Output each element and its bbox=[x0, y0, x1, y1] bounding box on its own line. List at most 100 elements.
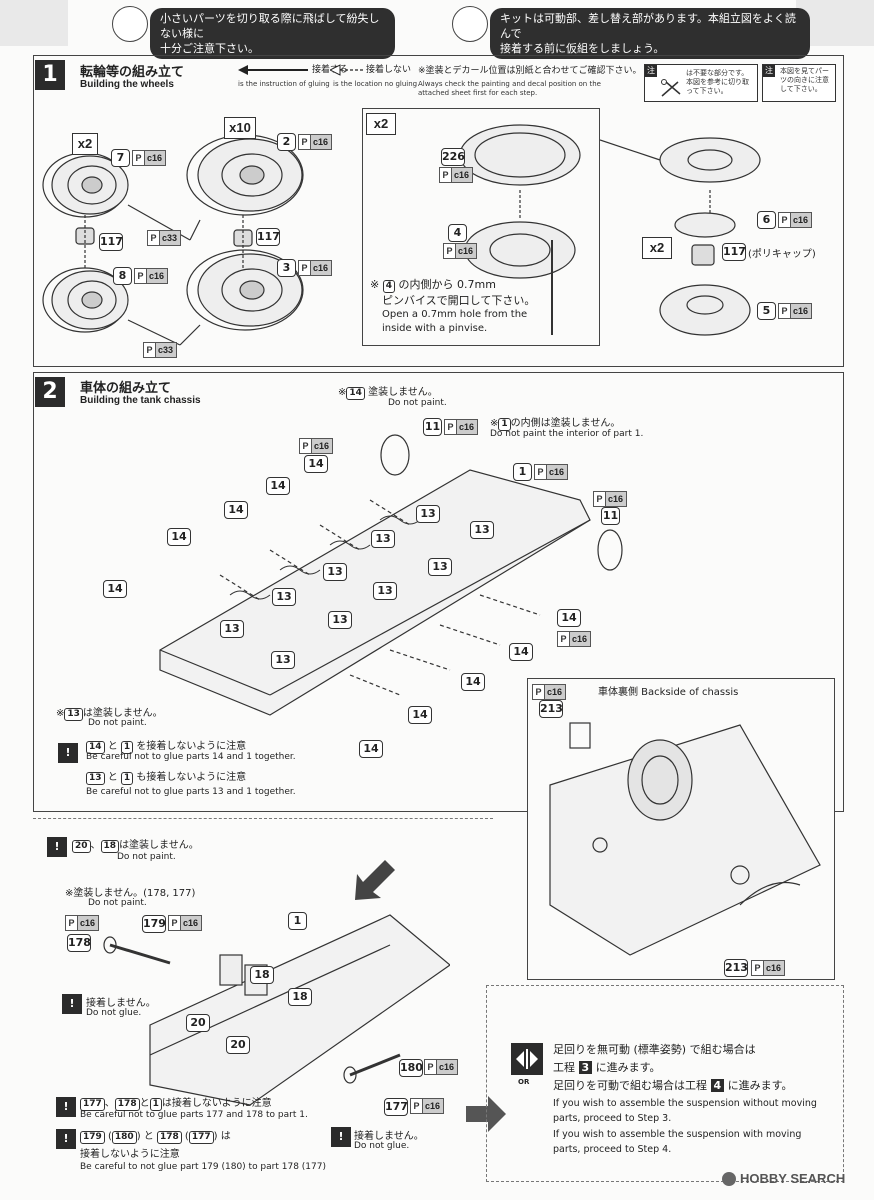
p13-note-en: Do not paint. bbox=[88, 718, 147, 728]
legend-noglue: 接着しない bbox=[366, 65, 412, 75]
hole-note-line1: ※ 4 の内側から 0.7mm bbox=[370, 276, 496, 293]
warn2-part-b: 1 bbox=[120, 772, 134, 785]
part-2: 2 bbox=[277, 133, 296, 151]
hint-face-icon bbox=[112, 6, 148, 42]
p14-note: ※14 塗装しません。 bbox=[338, 387, 438, 400]
part-3: 3 bbox=[277, 259, 296, 277]
legend-noglue-en: is the location no gluing bbox=[333, 80, 418, 88]
part-14h: 14 bbox=[461, 673, 485, 691]
part-14j: 14 bbox=[359, 740, 383, 758]
part-7: 7 bbox=[111, 149, 130, 167]
runner-code-8-text: c16 bbox=[149, 271, 165, 281]
warning-icon-4 bbox=[56, 1097, 76, 1117]
step2-number: 2 bbox=[35, 377, 65, 407]
header-right-bubble: キットは可動部、差し替え部があります。本組立図をよく読んで 接着する前に仮組をし… bbox=[490, 8, 810, 59]
polycap-label: (ポリキャップ) bbox=[748, 249, 816, 260]
warning-icon-6 bbox=[331, 1127, 351, 1147]
runner-code-11a-text: c16 bbox=[459, 422, 475, 432]
watermark: HOBBY SEARCH bbox=[740, 1171, 846, 1186]
p14-note-jp: 塗装しません。 bbox=[368, 387, 438, 398]
part-20b: 20 bbox=[226, 1036, 250, 1054]
runner-code-14a-text: c16 bbox=[314, 441, 330, 451]
noglue-en: Do not glue. bbox=[86, 1008, 142, 1018]
step2-panel bbox=[33, 372, 844, 812]
or-jp2-text: 工程 bbox=[553, 1061, 575, 1074]
warning-icon-2 bbox=[47, 837, 67, 857]
part-13b: 13 bbox=[470, 521, 494, 539]
step1-panel bbox=[33, 55, 844, 367]
part-14d: 14 bbox=[167, 528, 191, 546]
runner-code-1-text: c16 bbox=[549, 467, 565, 477]
warn2-en: Be careful not to glue parts 13 and 1 to… bbox=[86, 787, 296, 797]
step2b-warn-jp: は塗装しません。 bbox=[119, 840, 199, 851]
part-11b: 11 bbox=[601, 507, 620, 525]
hole-note-en1: Open a 0.7mm hole from the bbox=[382, 309, 528, 320]
or-jp2-step: 3 bbox=[578, 1061, 593, 1074]
or-icon-label: OR bbox=[518, 1078, 530, 1086]
part-13f: 13 bbox=[373, 582, 397, 600]
care2-part-177: 177 bbox=[188, 1131, 214, 1144]
p13-note-jp: は塗装しません。 bbox=[82, 708, 163, 719]
part-18a: 18 bbox=[250, 966, 274, 984]
part-13h: 13 bbox=[328, 611, 352, 629]
or-choice-box bbox=[486, 985, 844, 1182]
hole-note-mark: ※ bbox=[370, 278, 380, 291]
noglue-arrow-icon bbox=[330, 64, 364, 76]
care2-jp2: 接着しないように注意 bbox=[80, 1149, 180, 1160]
part-5: 5 bbox=[757, 302, 776, 320]
part-226: 226 bbox=[441, 148, 465, 166]
part-14c: 14 bbox=[224, 501, 248, 519]
note2-jp: ※塗装しません。(178, 177) bbox=[65, 888, 196, 899]
part-14g: 14 bbox=[509, 643, 533, 661]
or-jp3: 足回りを可動で組む場合は工程 4 に進みます。 bbox=[553, 1077, 793, 1093]
step2-title-en: Building the tank chassis bbox=[80, 395, 201, 406]
part-14f: 14 bbox=[557, 609, 581, 627]
sprocket-mult-x2: x2 bbox=[366, 113, 396, 135]
care2-line: 179 (180) と 178 (177) は bbox=[80, 1127, 231, 1144]
part-6: 6 bbox=[757, 211, 776, 229]
hole-note-jp2: ピンバイスで開口して下さい。 bbox=[382, 294, 536, 307]
header-left-line1: 小さいパーツを切り取る際に飛ばして紛失しない様に bbox=[160, 12, 380, 40]
part-177: 177 bbox=[384, 1098, 408, 1116]
noglue2-en: Do not glue. bbox=[354, 1141, 410, 1151]
p14-note-part: 14 bbox=[346, 387, 365, 400]
part-1-b: 1 bbox=[288, 912, 307, 930]
care2-jp1: は bbox=[220, 1131, 231, 1142]
part-13j: 13 bbox=[271, 651, 295, 669]
care2-part-179: 179 bbox=[80, 1131, 105, 1144]
cut-note-label: 注 bbox=[645, 65, 657, 77]
care2-en: Be careful to not glue part 179 (180) to… bbox=[80, 1162, 326, 1172]
care2-part-178: 178 bbox=[156, 1131, 182, 1144]
warn2-line: 13 と 1 も接着しないように注意 bbox=[86, 768, 246, 785]
runner-code-5-text: c16 bbox=[793, 306, 809, 316]
header-left-bubble: 小さいパーツを切り取る際に飛ばして紛失しない様に 十分ご注意下さい。 bbox=[150, 8, 395, 59]
runner-code-7-text: c16 bbox=[147, 153, 163, 163]
hole-note-en2: inside with a pinvise. bbox=[382, 323, 488, 334]
part-18b: 18 bbox=[288, 988, 312, 1006]
part-13i: 13 bbox=[220, 620, 244, 638]
or-jp2: 工程 3 に進みます。 bbox=[553, 1059, 661, 1075]
backside-drawing bbox=[549, 722, 821, 956]
or-en4: parts, proceed to Step 4. bbox=[553, 1144, 672, 1155]
warn2-part-a: 13 bbox=[86, 772, 105, 785]
step2b-warn-en: Do not paint. bbox=[117, 852, 176, 862]
down-arrow-icon bbox=[355, 860, 395, 900]
warning-icon-1 bbox=[58, 743, 78, 763]
part-14i: 14 bbox=[408, 706, 432, 724]
paint-note-en: Always check the painting and decal posi… bbox=[418, 80, 601, 97]
or-en2: parts, proceed to Step 3. bbox=[553, 1113, 672, 1124]
runner-code-11b-text: c16 bbox=[608, 494, 624, 504]
header-right-line2: 接着する前に仮組をしましょう。 bbox=[500, 42, 665, 55]
runner-code-c33a-text: c33 bbox=[162, 233, 178, 243]
